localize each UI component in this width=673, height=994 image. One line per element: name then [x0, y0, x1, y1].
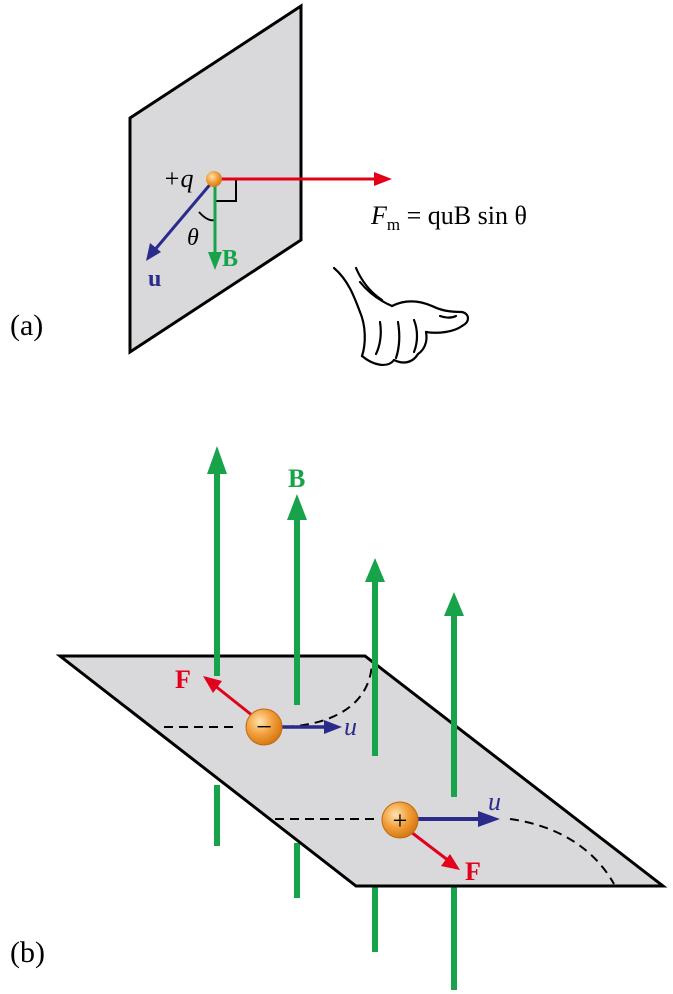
velocity-arrowhead-negative — [324, 720, 342, 734]
velocity-label-positive: u — [488, 787, 501, 816]
force-arrowhead-positive — [441, 854, 460, 870]
hand-icon — [332, 266, 470, 366]
field-arrowheads — [207, 446, 464, 616]
panel-b-label: (b) — [10, 936, 45, 969]
field-label-b: B — [288, 464, 305, 493]
charge-a — [206, 171, 222, 187]
trajectories — [164, 659, 615, 885]
force-arrowhead-negative — [203, 676, 222, 693]
plane-b — [55, 654, 668, 888]
panel-a: +q θ u B Fm = quB sin θ (a) — [10, 3, 527, 366]
force-arrowhead-a — [374, 172, 392, 186]
force-arrow-negative — [213, 683, 254, 718]
force-label-positive: F — [465, 857, 481, 886]
velocity-arrow-a — [151, 180, 215, 253]
positive-charge-symbol: + — [393, 806, 408, 835]
theta-label: θ — [187, 225, 199, 251]
positive-path-curve — [509, 818, 615, 885]
negative-charge — [245, 708, 283, 746]
velocity-arrowhead-a — [146, 243, 161, 261]
formula-lhs: F — [370, 201, 388, 230]
velocity-label-a: u — [148, 266, 161, 292]
force-label-negative: F — [175, 665, 191, 694]
velocity-arrowhead-positive — [478, 811, 500, 827]
field-label-a: B — [222, 246, 238, 272]
field-arrowhead-a — [208, 252, 222, 270]
velocity-label-negative: u — [344, 712, 357, 741]
charge-label: +q — [163, 164, 194, 193]
negative-charge-symbol: − — [256, 712, 272, 743]
field-lines-upper — [214, 470, 457, 797]
panel-a-label: (a) — [10, 309, 43, 342]
formula-rhs: = quB sin θ — [400, 201, 527, 230]
negative-path-curve — [284, 659, 373, 728]
panel-b: − F u + u F B (b) — [10, 446, 668, 990]
positive-charge — [381, 801, 419, 839]
formula-subscript: m — [387, 215, 400, 234]
force-arrow-positive — [410, 830, 450, 863]
force-formula: Fm = quB sin θ — [370, 201, 527, 234]
